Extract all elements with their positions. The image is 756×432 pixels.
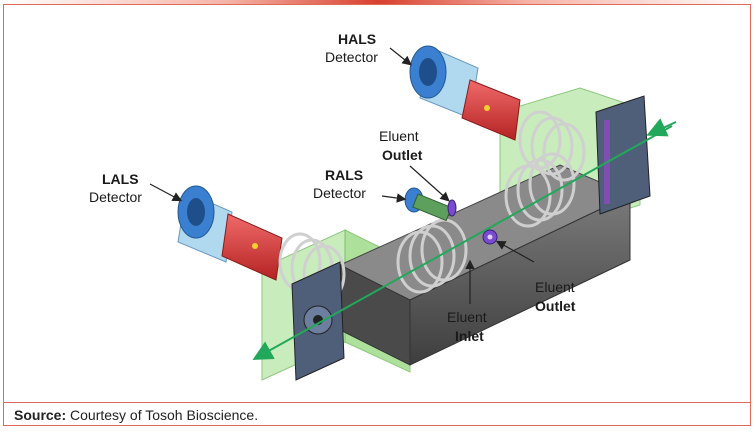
source-text: Courtesy of Tosoh Bioscience. (70, 407, 259, 423)
rals-detector (404, 187, 453, 222)
eluent-port-top (447, 199, 457, 217)
hals-detector (409, 45, 586, 182)
outlet-top-label-line1: Eluent (379, 128, 419, 144)
end-plate-right (595, 95, 651, 215)
central-housing (338, 164, 632, 366)
hals-label-line2: Detector (325, 49, 378, 65)
inlet-label-line1: Eluent (447, 309, 487, 325)
laser-beam (252, 125, 673, 360)
lals-detector (177, 185, 346, 304)
lals-label-line1: LALS (102, 171, 139, 187)
central-coil-left (396, 218, 468, 294)
rals-pointer (381, 193, 407, 203)
outlet-right-label-line2: Outlet (535, 298, 576, 314)
source-label: Source: (14, 407, 67, 423)
lals-pointer (149, 183, 183, 202)
lals-label-line2: Detector (89, 189, 142, 205)
source-caption: Source: Courtesy of Tosoh Bioscience. (4, 402, 750, 426)
rals-label-line1: RALS (325, 167, 363, 183)
source-line: Source: Courtesy of Tosoh Bioscience. (14, 407, 258, 423)
header-accent-bar (0, 0, 756, 4)
inlet-label-line2: Inlet (455, 328, 484, 344)
outlet-top-pointer (409, 165, 450, 202)
laser-beam-entry (646, 118, 677, 137)
rals-label-line2: Detector (313, 185, 366, 201)
outlet-right-pointer (495, 240, 535, 263)
hals-label-line1: HALS (338, 31, 376, 47)
hals-pointer (389, 47, 412, 66)
outlet-right-label-line1: Eluent (535, 279, 575, 295)
outlet-top-label-line2: Outlet (382, 147, 423, 163)
eluent-port-right (482, 229, 498, 245)
central-coil-right (504, 152, 576, 228)
